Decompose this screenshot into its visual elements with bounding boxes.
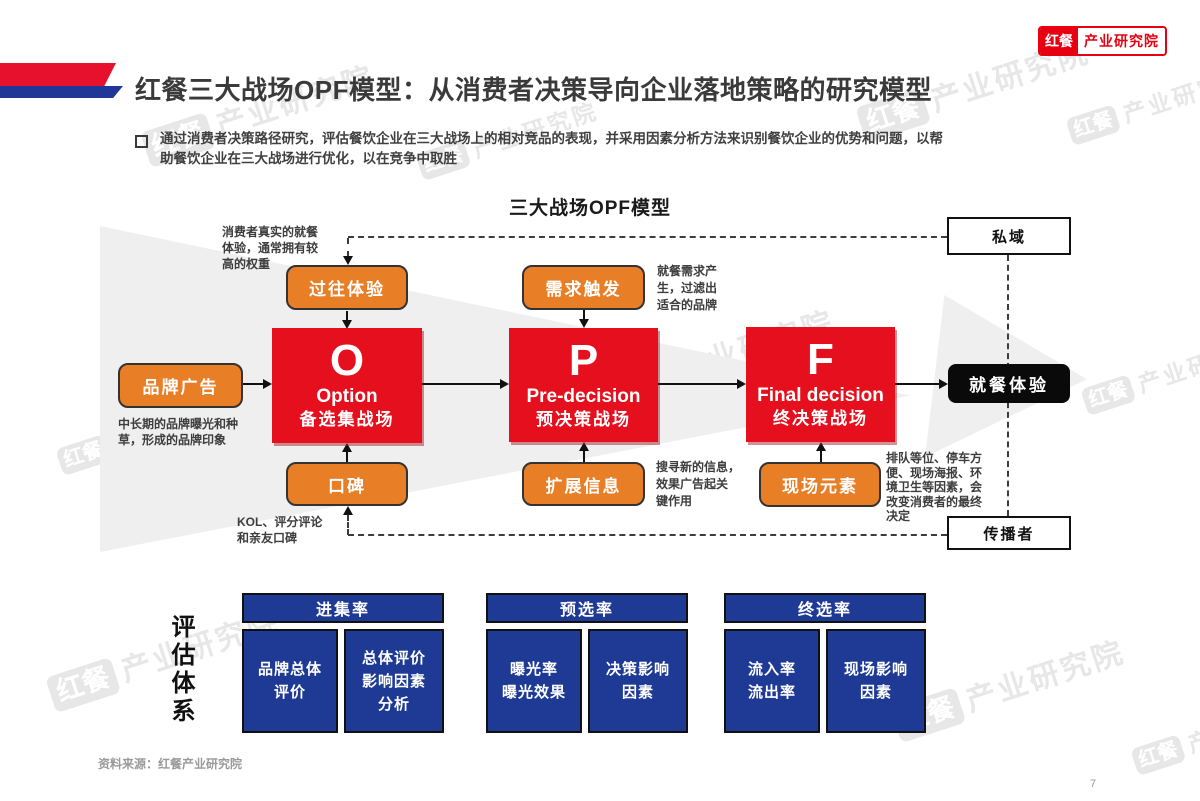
stage-box-finaldecision: F Final decision 终决策战场 (746, 327, 895, 442)
annotation-word-of-mouth: KOL、评分评论 和亲友口碑 (237, 515, 323, 545)
arrowhead-down-icon (343, 256, 353, 265)
bullet-square-icon (135, 135, 148, 148)
arrowhead-right-icon (939, 379, 948, 389)
evaluation-header: 进集率 (242, 593, 444, 623)
box-brand-ads: 品牌广告 (118, 363, 243, 408)
evaluation-cell: 流入率 流出率 (724, 629, 820, 733)
dashed-rise-to-word-of-mouth (347, 515, 349, 535)
arrow-o-to-p (422, 383, 501, 385)
evaluation-header: 终选率 (724, 593, 926, 623)
stage-cn-label: 预决策战场 (536, 409, 631, 429)
arrow-p-to-f (658, 383, 738, 385)
diagram-title: 三大战场OPF模型 (508, 198, 672, 219)
dashed-drop-to-past-experience (347, 238, 349, 257)
evaluation-system-label: 评估体系 (167, 614, 194, 726)
arrow-brandads-to-o (243, 383, 264, 385)
logo-institute-text: 产业研究院 (1078, 28, 1165, 54)
stage-letter: P (568, 335, 599, 385)
stage-cn-label: 终决策战场 (773, 409, 868, 428)
watermark: 红餐 产业研究院 (1130, 692, 1200, 777)
title-flag-blue (0, 86, 123, 98)
annotation-expanded-info: 搜寻新的信息， 效果广告起关 键作用 (656, 460, 741, 508)
dashed-line-top (348, 236, 947, 238)
evaluation-group-preselect-rate: 预选率 曝光率 曝光效果 决策影响 因素 (486, 593, 688, 733)
stage-letter: F (807, 335, 834, 384)
box-demand-trigger: 需求触发 (522, 265, 645, 310)
stage-en-label: Option (316, 386, 378, 407)
evaluation-cell: 现场影响 因素 (826, 629, 926, 733)
arrow-past-to-o (346, 311, 348, 321)
evaluation-cell: 总体评价 影响因素 分析 (344, 629, 444, 733)
arrowhead-down-icon (579, 319, 589, 328)
box-past-experience: 过往体验 (286, 265, 408, 310)
arrowhead-up-icon (342, 443, 352, 452)
title-flag-red (0, 63, 116, 88)
arrowhead-right-icon (737, 379, 746, 389)
arrowhead-up-icon (816, 442, 826, 451)
box-word-of-mouth: 口碑 (286, 462, 408, 506)
arrowhead-up-icon (343, 506, 353, 515)
stage-box-predecision: P Pre-decision 预决策战场 (509, 328, 658, 442)
annotation-brand-ads: 中长期的品牌曝光和种 草，形成的品牌印象 (118, 417, 239, 447)
box-dining-experience: 就餐体验 (948, 364, 1070, 403)
data-source-note: 资料来源：红餐产业研究院 (98, 757, 243, 771)
arrow-expand-to-p (583, 450, 585, 463)
arrowhead-down-icon (342, 320, 352, 329)
box-onsite-elements: 现场元素 (759, 462, 881, 507)
evaluation-cell: 品牌总体 评价 (242, 629, 338, 733)
box-private-domain: 私域 (947, 217, 1071, 255)
arrow-demand-to-p (583, 310, 585, 320)
stage-letter: O (329, 336, 365, 385)
dashed-line-bottom (348, 534, 947, 536)
stage-box-option: O Option 备选集战场 (272, 328, 422, 443)
page-title: 红餐三大战场OPF模型：从消费者决策导向企业落地策略的研究模型 (135, 75, 932, 105)
evaluation-header: 预选率 (486, 593, 688, 623)
brand-logo: 红餐 产业研究院 (1038, 26, 1167, 56)
arrow-wom-to-o (346, 451, 348, 463)
arrowhead-right-icon (500, 379, 509, 389)
stage-cn-label: 备选集战场 (299, 410, 395, 429)
stage-en-label: Pre-decision (526, 385, 641, 407)
logo-brand-text: 红餐 (1040, 28, 1078, 54)
box-expanded-info: 扩展信息 (522, 462, 645, 506)
annotation-onsite-elements: 排队等位、停车方 便、现场海报、环 境卫生等因素，会 改变消费者的最终 决定 (886, 451, 983, 523)
arrow-onsite-to-f (820, 450, 822, 463)
intro-paragraph: 通过消费者决策路径研究，评估餐饮企业在三大战场上的相对竞品的表现，并采用因素分析… (160, 131, 943, 166)
evaluation-cell: 决策影响 因素 (588, 629, 688, 733)
evaluation-group-finalselect-rate: 终选率 流入率 流出率 现场影响 因素 (724, 593, 926, 733)
annotation-past-experience: 消费者真实的就餐 体验，通常拥有较 高的权重 (222, 225, 319, 271)
arrow-f-to-dining (895, 383, 940, 385)
watermark: 红餐 产业研究院 (1080, 332, 1200, 417)
annotation-demand-trigger: 就餐需求产 生，过滤出 适合的品牌 (657, 264, 718, 312)
arrowhead-right-icon (263, 379, 272, 389)
page-number: 7 (1090, 778, 1097, 790)
evaluation-cell: 曝光率 曝光效果 (486, 629, 582, 733)
stage-en-label: Final decision (757, 385, 884, 406)
evaluation-group-entry-rate: 进集率 品牌总体 评价 总体评价 影响因素 分析 (242, 593, 444, 733)
arrowhead-up-icon (579, 442, 589, 451)
watermark: 红餐 产业研究院 (890, 634, 1130, 744)
box-spreader: 传播者 (947, 516, 1071, 550)
